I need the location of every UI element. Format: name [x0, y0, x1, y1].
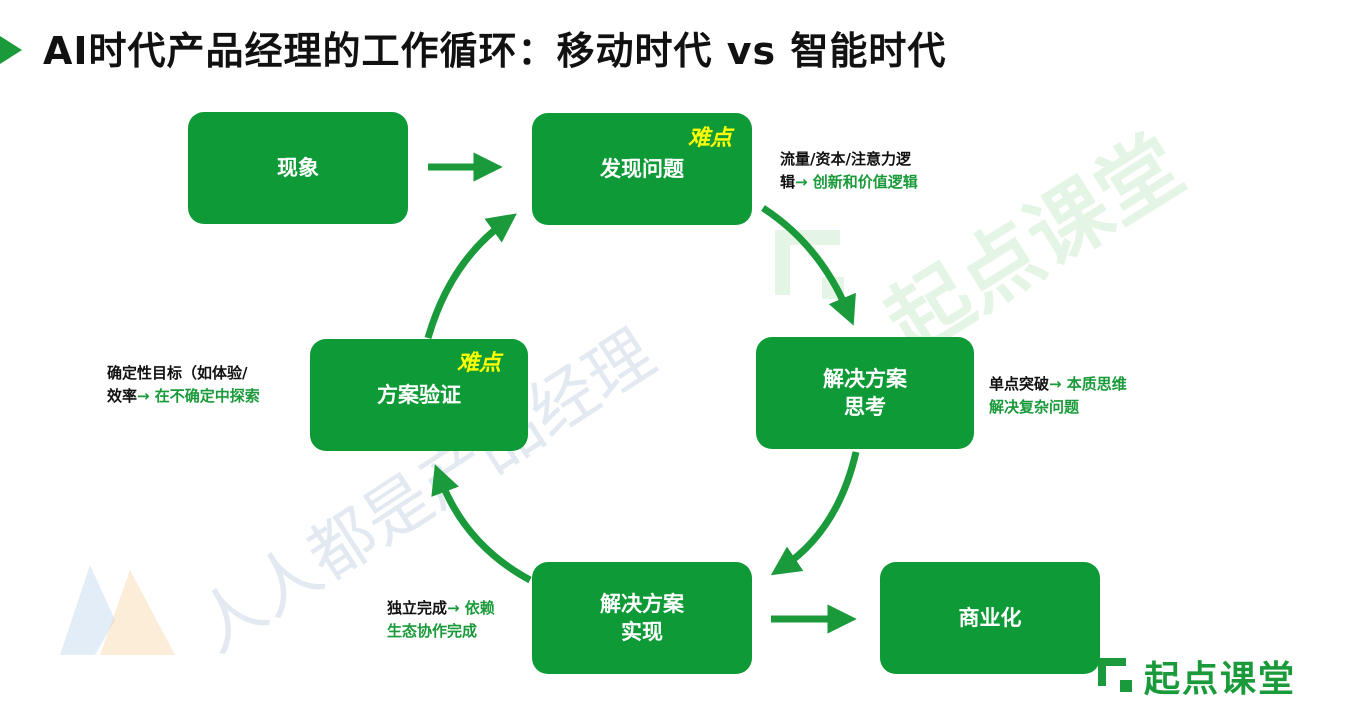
watermark-site-logo-icon [60, 565, 175, 655]
note-think-line1-green: → 本质思维 [1049, 375, 1127, 393]
note-impl-line2: 生态协作完成 [387, 622, 478, 640]
brand-logo: 起点课堂 [1096, 651, 1296, 701]
note-impl-line1-green: → 依赖 [447, 599, 495, 617]
arrow-impl-to-validation [431, 464, 532, 584]
arrow-validation-to-discover [424, 213, 517, 339]
box-commercialization-label: 商业化 [958, 606, 1022, 630]
box-solution-thinking-line1: 解决方案 [823, 367, 907, 391]
box-discover-problem-label: 发现问题 [600, 157, 684, 181]
note-implementation: 独立完成→ 依赖 生态协作完成 [387, 597, 495, 643]
note-validation-line2-black: 效率 [107, 387, 138, 405]
box-solution-thinking: 解决方案 思考 [756, 337, 974, 449]
note-validation-line2-green: → 在不确定中探索 [137, 387, 260, 405]
box-solution-implementation-line1: 解决方案 [600, 592, 684, 616]
note-validation-line1: 确定性目标（如体验/ [107, 364, 248, 382]
box-solution-thinking-line2: 思考 [844, 395, 886, 419]
box-commercialization: 商业化 [880, 562, 1100, 674]
title-marker-icon [0, 36, 22, 64]
note-validation: 确定性目标（如体验/ 效率→ 在不确定中探索 [107, 362, 260, 408]
note-discover: 流量/资本/注意力逻 辑→ 创新和价值逻辑 [780, 148, 918, 194]
box-solution-validation-label: 方案验证 [377, 383, 461, 407]
box-phenomenon-label: 现象 [277, 156, 319, 180]
difficulty-badge-discover: 难点 [688, 126, 733, 151]
note-discover-line2-black: 辑 [780, 173, 796, 191]
note-discover-line2-green: → 创新和价值逻辑 [795, 173, 918, 191]
box-phenomenon: 现象 [188, 112, 408, 224]
note-think-line2: 解决复杂问题 [989, 398, 1080, 416]
box-discover-problem: 发现问题 [532, 113, 752, 225]
note-think-line1-black: 单点突破 [989, 375, 1050, 393]
box-solution-implementation: 解决方案 实现 [532, 562, 752, 674]
page-title: AI时代产品经理的工作循环：移动时代 vs 智能时代 [43, 29, 947, 73]
arrow-think-to-impl [770, 451, 860, 576]
arrow-discover-to-think [761, 205, 856, 326]
box-solution-validation: 方案验证 [310, 339, 528, 451]
note-impl-line1-black: 独立完成 [387, 599, 448, 617]
brand-logo-text: 起点课堂 [1144, 659, 1297, 700]
box-solution-implementation-line2: 实现 [621, 620, 663, 644]
brand-logo-icon [1098, 658, 1132, 692]
note-think: 单点突破→ 本质思维 解决复杂问题 [989, 373, 1127, 419]
difficulty-badge-validation: 难点 [457, 351, 502, 376]
note-discover-line1: 流量/资本/注意力逻 [780, 150, 911, 168]
